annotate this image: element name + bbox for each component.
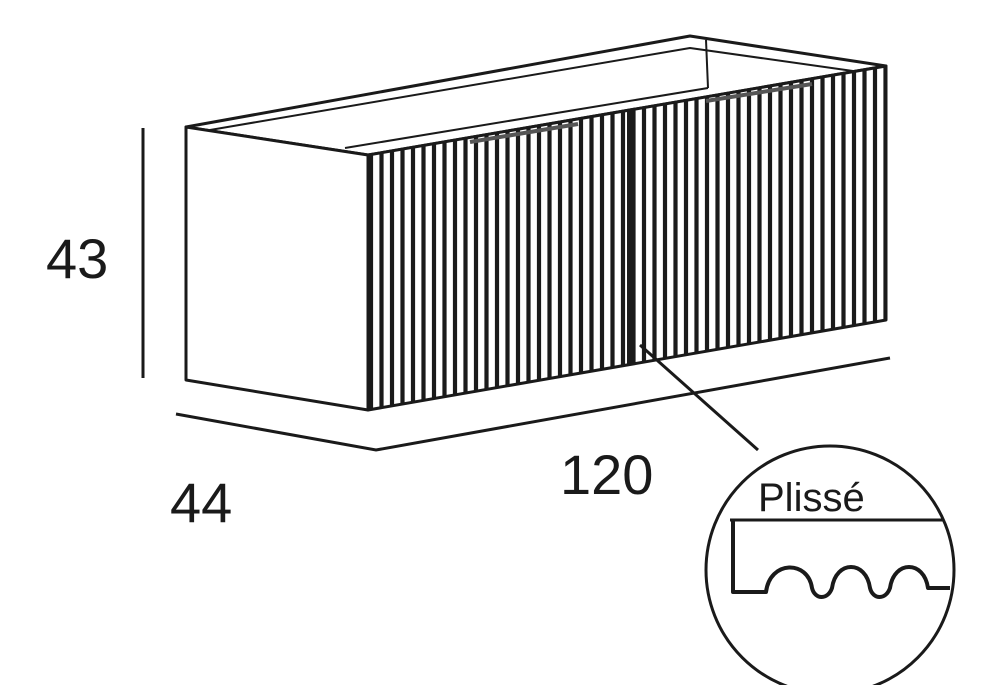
right-door-handle: [705, 82, 813, 103]
cabinet-inner-back-wall: [705, 39, 709, 89]
depth-dimension-label: 44: [170, 471, 232, 534]
plisse-detail-callout: Plissé: [704, 444, 956, 685]
cabinet-side-panel: [184, 125, 370, 412]
dimension-lines: [141, 128, 891, 452]
cabinet-inner-back-edge: [209, 47, 861, 131]
door-details: [469, 82, 813, 365]
cabinet-inner-rim: [344, 87, 709, 149]
detail-profile-curve: [731, 520, 950, 599]
fluted-front-pattern: [368, 66, 886, 410]
plisse-detail-label: Plissé: [758, 476, 865, 520]
width-dimension-label: 120: [560, 443, 653, 506]
base-dimension-line: [175, 356, 891, 452]
height-dimension-label: 43: [46, 227, 108, 290]
detail-circle: [704, 444, 956, 685]
detail-leader-line: [639, 343, 759, 452]
left-door-handle: [469, 122, 579, 144]
